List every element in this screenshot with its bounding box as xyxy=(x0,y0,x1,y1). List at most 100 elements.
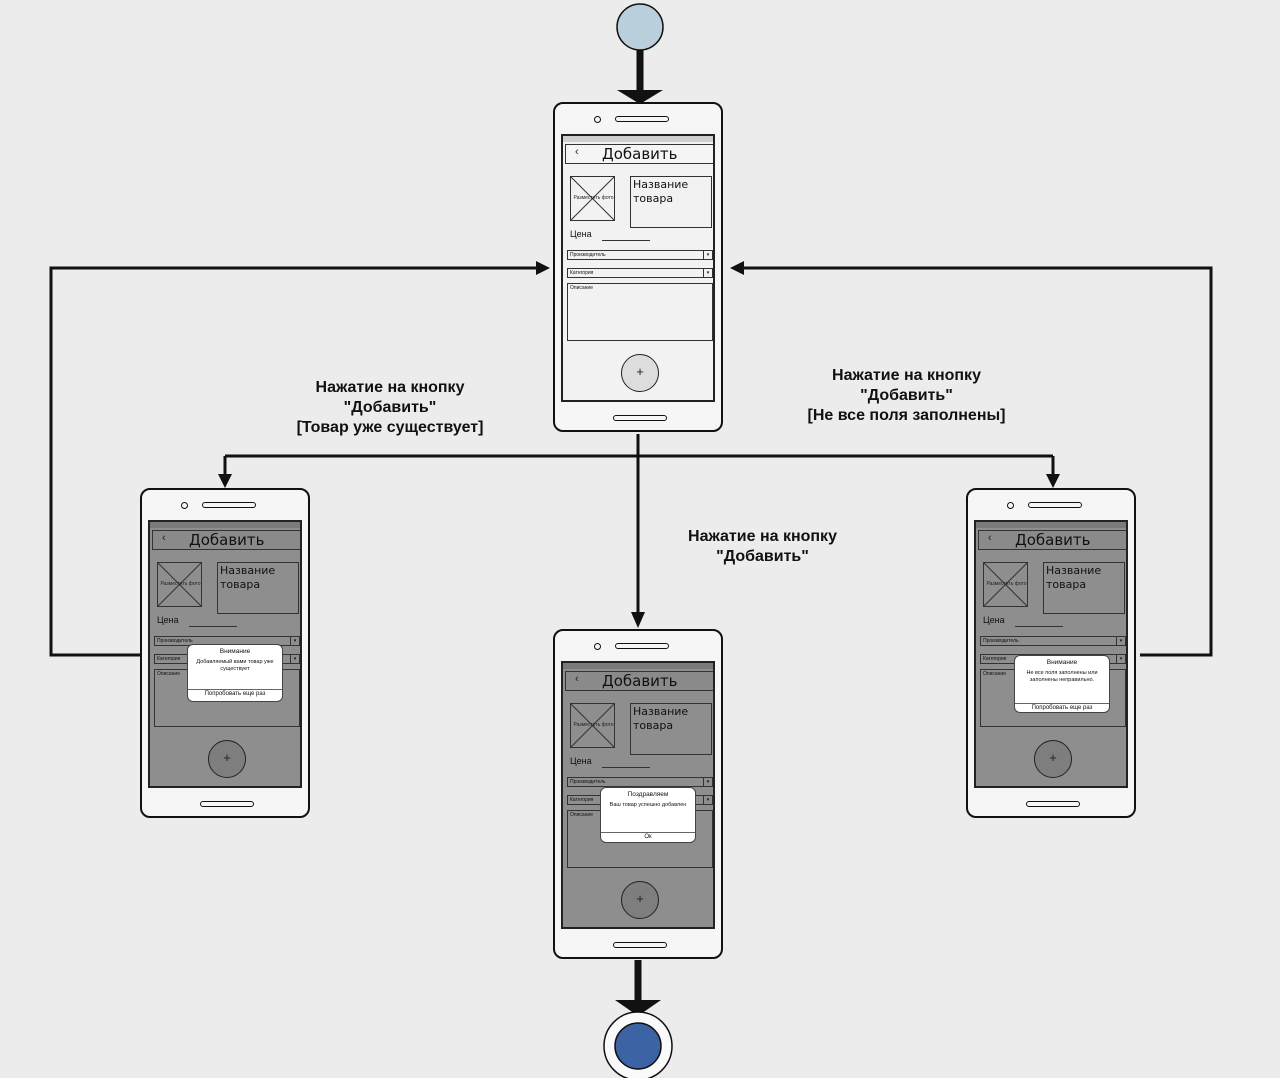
edge-loop-right-head xyxy=(730,261,744,275)
label-invalid-line-2: "Добавить" xyxy=(860,387,953,404)
edge-bus-left-head xyxy=(218,474,232,488)
home-button xyxy=(200,801,254,807)
home-button xyxy=(613,415,667,421)
edge-main-down-head xyxy=(631,612,645,628)
chevron-down-icon: ▾ xyxy=(290,637,299,645)
dialog-title: Внимание xyxy=(219,648,251,655)
status-bar xyxy=(976,522,1126,528)
back-icon[interactable]: ‹ xyxy=(575,146,579,158)
phone-screen: ‹ Добавить Разместить фото Название това… xyxy=(148,520,302,788)
product-name-field[interactable]: Название товара xyxy=(1043,562,1125,614)
dialog-title: Внимание xyxy=(1046,659,1078,666)
home-button xyxy=(613,942,667,948)
phone-exists: ‹ Добавить Разместить фото Название това… xyxy=(140,488,310,818)
edge-bus-right-head xyxy=(1046,474,1060,488)
photo-label: Разместить фото xyxy=(160,581,201,587)
label-exists-line-1: Нажатие на кнопку xyxy=(315,379,465,396)
price-label: Цена xyxy=(570,756,592,766)
price-label: Цена xyxy=(570,229,592,239)
price-label: Цена xyxy=(157,615,179,625)
manufacturer-select[interactable]: Производитель ▾ xyxy=(567,250,713,260)
dialog-button[interactable]: Попробовать еще раз xyxy=(204,691,266,697)
price-field[interactable] xyxy=(189,626,237,627)
manufacturer-placeholder: Производитель xyxy=(570,252,606,258)
page-title: Добавить xyxy=(602,145,678,163)
chevron-down-icon: ▾ xyxy=(703,251,712,259)
dialog-button[interactable]: Попробовать еще раз xyxy=(1031,705,1093,711)
chevron-down-icon: ▾ xyxy=(290,655,299,663)
phone-screen: ‹ Добавить Разместить фото Название това… xyxy=(974,520,1128,788)
edge-loop-right xyxy=(742,266,1213,657)
photo-label: Разместить фото xyxy=(986,581,1027,587)
image-placeholder-icon xyxy=(571,704,614,747)
chevron-down-icon: ▾ xyxy=(703,269,712,277)
manufacturer-placeholder: Производитель xyxy=(157,638,193,644)
dialog-divider xyxy=(1015,703,1109,704)
status-bar xyxy=(563,136,713,142)
page-title: Добавить xyxy=(602,672,678,690)
camera-icon xyxy=(594,643,601,650)
chevron-down-icon: ▾ xyxy=(703,796,712,804)
camera-icon xyxy=(1007,502,1014,509)
back-icon[interactable]: ‹ xyxy=(162,532,166,544)
photo-upload[interactable]: Разместить фото xyxy=(157,562,202,607)
category-placeholder: Категория xyxy=(983,656,1007,662)
photo-upload[interactable]: Разместить фото xyxy=(570,176,615,221)
dialog-message: Добавляемый вами товар уже существует xyxy=(196,659,274,672)
speaker-icon xyxy=(1028,502,1082,508)
product-name-field[interactable]: Название товара xyxy=(630,703,712,755)
add-button[interactable]: + xyxy=(621,354,659,392)
photo-label: Разместить фото xyxy=(573,195,614,201)
dialog-message: Ваш товар успешно добавлен xyxy=(609,802,687,808)
price-field[interactable] xyxy=(602,240,650,241)
final-node xyxy=(614,1022,662,1070)
back-icon[interactable]: ‹ xyxy=(575,673,579,685)
initial-node xyxy=(616,3,664,51)
home-button xyxy=(1026,801,1080,807)
title-bar: ‹ Добавить xyxy=(152,530,300,550)
start-arrow-head xyxy=(617,90,663,104)
label-invalid-line-1: Нажатие на кнопку xyxy=(832,367,981,384)
title-bar: ‹ Добавить xyxy=(978,530,1126,550)
description-field[interactable]: Описание xyxy=(567,283,713,341)
label-exists-line-2: "Добавить" xyxy=(343,399,437,416)
price-field[interactable] xyxy=(602,767,650,768)
manufacturer-placeholder: Производитель xyxy=(570,779,606,785)
add-button[interactable]: + xyxy=(1034,740,1072,778)
end-arrow-head xyxy=(615,1000,661,1016)
phone-success: ‹ Добавить Разместить фото Название това… xyxy=(553,629,723,959)
dialog-button[interactable]: Ок xyxy=(644,834,652,840)
price-field[interactable] xyxy=(1015,626,1063,627)
chevron-down-icon: ▾ xyxy=(703,778,712,786)
photo-upload[interactable]: Разместить фото xyxy=(570,703,615,748)
camera-icon xyxy=(594,116,601,123)
dialog-title: Поздравляем xyxy=(627,791,669,798)
chevron-down-icon: ▾ xyxy=(1116,637,1125,645)
add-button[interactable]: + xyxy=(208,740,246,778)
dialog-message: Не все поля заполнены или заполнены непр… xyxy=(1026,670,1098,683)
category-placeholder: Категория xyxy=(570,797,594,803)
phone-screen: ‹ Добавить Разместить фото Название това… xyxy=(561,661,715,929)
category-select[interactable]: Категория ▾ xyxy=(567,268,713,278)
product-name-field[interactable]: Название товара xyxy=(217,562,299,614)
phone-screen: ‹ Добавить Разместить фото Название това… xyxy=(561,134,715,402)
manufacturer-select[interactable]: Производитель ▾ xyxy=(980,636,1126,646)
add-button[interactable]: + xyxy=(621,881,659,919)
phone-main: ‹ Добавить Разместить фото Название това… xyxy=(553,102,723,432)
label-success-line-2: "Добавить" xyxy=(716,548,809,565)
product-name-field[interactable]: Название товара xyxy=(630,176,712,228)
manufacturer-select[interactable]: Производитель ▾ xyxy=(567,777,713,787)
label-success-line-1: Нажатие на кнопку xyxy=(688,528,837,545)
status-bar xyxy=(563,663,713,669)
back-icon[interactable]: ‹ xyxy=(988,532,992,544)
phone-invalid: ‹ Добавить Разместить фото Название това… xyxy=(966,488,1136,818)
page-title: Добавить xyxy=(189,531,265,549)
photo-label: Разместить фото xyxy=(573,722,614,728)
edge-loop-left-head xyxy=(536,261,550,275)
price-label: Цена xyxy=(983,615,1005,625)
camera-icon xyxy=(181,502,188,509)
speaker-icon xyxy=(615,116,669,122)
image-placeholder-icon xyxy=(571,177,614,220)
photo-upload[interactable]: Разместить фото xyxy=(983,562,1028,607)
